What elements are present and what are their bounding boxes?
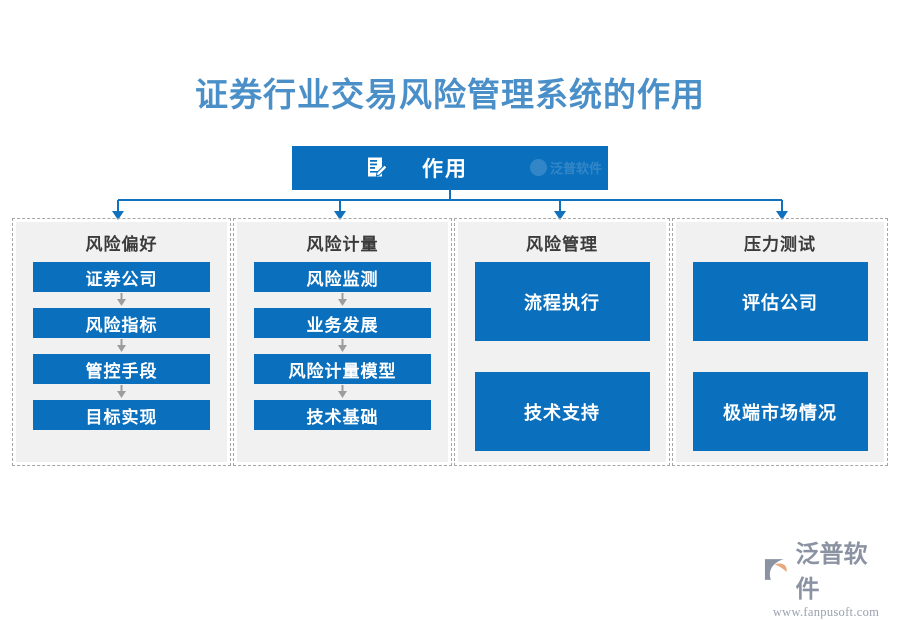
item-box[interactable]: 极端市场情况 bbox=[692, 372, 868, 451]
item-box[interactable]: 技术基础 bbox=[254, 400, 431, 430]
item-box[interactable]: 证券公司 bbox=[33, 262, 210, 292]
column-heading: 风险偏好 bbox=[85, 235, 158, 255]
down-arrow-icon bbox=[337, 292, 349, 308]
item-box[interactable]: 目标实现 bbox=[33, 400, 210, 430]
item-box[interactable]: 流程执行 bbox=[474, 262, 650, 341]
columns-container: 风险偏好 证券公司 风险指标 管控手段 目标实现 bbox=[0, 218, 900, 466]
column-items: 流程执行 技术支持 bbox=[474, 262, 650, 453]
column-risk-management: 风险管理 流程执行 技术支持 bbox=[454, 218, 670, 466]
brand-logo: 泛普软件 www.fanpusoft.com bbox=[762, 534, 890, 619]
item-box[interactable]: 管控手段 bbox=[33, 354, 210, 384]
column-heading: 风险计量 bbox=[306, 235, 379, 255]
column-risk-preference: 风险偏好 证券公司 风险指标 管控手段 目标实现 bbox=[12, 218, 231, 466]
logo-text: 泛普软件 bbox=[795, 540, 868, 603]
down-arrow-icon bbox=[116, 384, 128, 400]
watermark-mark-icon bbox=[529, 159, 547, 176]
item-box[interactable]: 评估公司 bbox=[692, 262, 868, 341]
watermark-text: 泛普软件 bbox=[549, 162, 602, 177]
column-stress-test: 压力测试 评估公司 极端市场情况 bbox=[672, 218, 888, 466]
down-arrow-icon bbox=[337, 384, 349, 400]
root-node-label: 作用 bbox=[422, 157, 468, 181]
root-node[interactable]: 作用 泛普软件 bbox=[292, 146, 608, 190]
connector-lines bbox=[112, 186, 788, 220]
column-heading: 压力测试 bbox=[744, 235, 816, 255]
column-items: 证券公司 风险指标 管控手段 目标实现 bbox=[33, 262, 210, 453]
header-watermark: 泛普软件 bbox=[529, 158, 602, 177]
diagram-page: 证券行业交易风险管理系统的作用 作用 泛普软件 bbox=[0, 75, 900, 619]
down-arrow-icon bbox=[116, 338, 128, 354]
column-risk-measurement: 风险计量 风险监测 业务发展 风险计量模型 技术基础 bbox=[233, 218, 452, 466]
down-arrow-icon bbox=[337, 338, 349, 354]
item-box[interactable]: 风险计量模型 bbox=[254, 354, 431, 384]
page-title: 证券行业交易风险管理系统的作用 bbox=[195, 75, 705, 114]
fanpu-logo-icon bbox=[764, 559, 787, 580]
down-arrow-icon bbox=[116, 292, 128, 308]
item-box[interactable]: 风险指标 bbox=[33, 308, 210, 338]
item-box[interactable]: 风险监测 bbox=[254, 262, 431, 292]
column-items: 评估公司 极端市场情况 bbox=[692, 262, 868, 453]
item-box[interactable]: 技术支持 bbox=[474, 372, 650, 451]
column-heading: 风险管理 bbox=[526, 235, 598, 255]
document-edit-icon bbox=[368, 157, 388, 177]
column-items: 风险监测 业务发展 风险计量模型 技术基础 bbox=[254, 262, 431, 453]
item-box[interactable]: 业务发展 bbox=[254, 308, 431, 338]
logo-url: www.fanpusoft.com bbox=[772, 605, 880, 619]
